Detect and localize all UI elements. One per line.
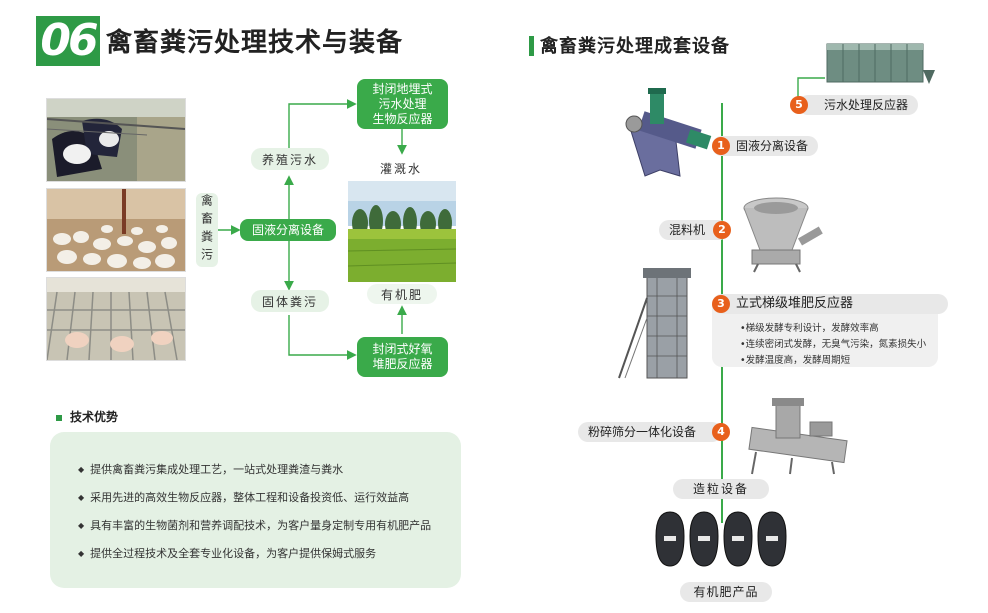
sewage-bioreactor-node: 封闭地埋式 污水处理 生物反应器: [357, 79, 448, 129]
step-number-badge: 2: [713, 221, 731, 239]
step-sewage-reactor: 污水处理反应器: [798, 95, 919, 115]
cattle-photo: [46, 98, 186, 182]
fertilizer-product-illustration: [652, 508, 792, 574]
section-title-marker: [529, 36, 534, 56]
solid-liquid-separator-node: 固液分离设备: [240, 219, 336, 241]
page-title: 禽畜粪污处理技术与装备: [106, 28, 404, 58]
composter-feature: •梯级发酵专利设计，发酵效率高: [740, 323, 879, 334]
advantage-item: 提供全过程技术及全套专业化设备，为客户提供保姆式服务: [78, 545, 376, 561]
step-label-text: 立式梯级堆肥反应器: [736, 296, 854, 311]
sewage-reactor-illustration: [825, 40, 937, 92]
mixer-illustration: [738, 194, 828, 278]
advantage-item: 提供禽畜粪污集成处理工艺，一站式处理粪渣与粪水: [78, 461, 343, 477]
manure-source-node: 禽畜粪污: [196, 193, 218, 267]
wastewater-node: 养殖污水: [251, 148, 329, 170]
step-number-badge: 5: [790, 96, 808, 114]
step-crusher-screener: 粉碎筛分一体化设备: [578, 422, 723, 442]
fertilizer-product-label: 有机肥产品: [680, 582, 772, 602]
section-title: 禽畜粪污处理成套设备: [540, 36, 730, 57]
advantage-item: 具有丰富的生物菌剂和营养调配技术，为客户量身定制专用有机肥产品: [78, 517, 431, 533]
granulation-equipment-label: 造粒设备: [673, 479, 769, 499]
compost-reactor-node: 封闭式好氧 堆肥反应器: [357, 337, 448, 377]
poultry-photo: [46, 188, 186, 272]
advantages-heading: 技术优势: [56, 408, 118, 425]
step-number-badge: 3: [712, 295, 730, 313]
pig-pen-photo: [46, 277, 186, 361]
irrigation-water-label: 灌溉水: [380, 162, 423, 176]
solid-manure-node: 固体粪污: [251, 290, 329, 312]
separator-illustration: [620, 88, 718, 188]
crusher-screener-illustration: [742, 394, 852, 480]
organic-fertilizer-node: 有机肥: [367, 284, 437, 304]
step-number-badge: 4: [712, 423, 730, 441]
step-separator: 固液分离设备: [712, 136, 819, 156]
step-label-text: 粉碎筛分一体化设备: [588, 425, 697, 439]
step-number-badge: 1: [712, 137, 730, 155]
manure-source-label: 禽畜粪污: [199, 194, 214, 266]
step-label-text: 固液分离设备: [736, 139, 809, 153]
composter-feature: •连续密闭式发酵，无臭气污染，氮素损失小: [740, 339, 927, 350]
vertical-composter-illustration: [617, 268, 699, 384]
composter-feature: •发酵温度高，发酵周期短: [740, 355, 851, 366]
advantages-box: [50, 432, 461, 588]
section-number-badge: 06: [36, 16, 100, 66]
step-label-text: 污水处理反应器: [824, 98, 909, 112]
step-mixer: 混料机: [659, 220, 730, 240]
step-vertical-composter: 立式梯级堆肥反应器: [712, 294, 948, 314]
advantage-item: 采用先进的高效生物反应器，整体工程和设备投资低、运行效益高: [78, 489, 409, 505]
step-label-text: 混料机: [669, 223, 706, 237]
farmland-photo: [348, 181, 456, 282]
